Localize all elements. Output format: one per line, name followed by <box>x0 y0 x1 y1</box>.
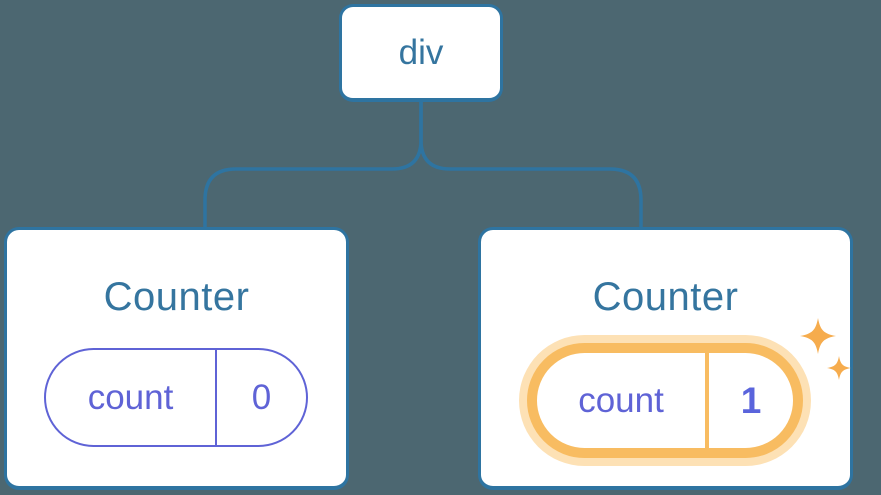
state-pill: count 0 <box>44 348 308 447</box>
counter-card-right: Counter count 1 <box>478 227 853 490</box>
state-key-segment: count <box>537 353 709 448</box>
state-pill-highlighted: count 1 <box>527 343 803 458</box>
counter-title: Counter <box>103 275 250 319</box>
state-key-label: count <box>87 378 174 417</box>
state-value: 0 <box>251 378 272 417</box>
connector-left <box>203 100 423 229</box>
connector-right <box>419 100 643 229</box>
root-node-label: div <box>398 33 444 72</box>
root-node-div: div <box>339 4 503 102</box>
state-value-segment: 1 <box>709 353 793 448</box>
state-key-segment: count <box>46 350 217 445</box>
counter-card-left: Counter count 0 <box>4 227 349 490</box>
state-key-label: count <box>578 381 664 420</box>
state-value-segment: 0 <box>217 350 306 445</box>
counter-title: Counter <box>592 275 739 319</box>
sparkles-icon <box>800 318 851 380</box>
state-pill-highlight-halo: count 1 <box>519 335 811 466</box>
state-value: 1 <box>740 380 762 421</box>
